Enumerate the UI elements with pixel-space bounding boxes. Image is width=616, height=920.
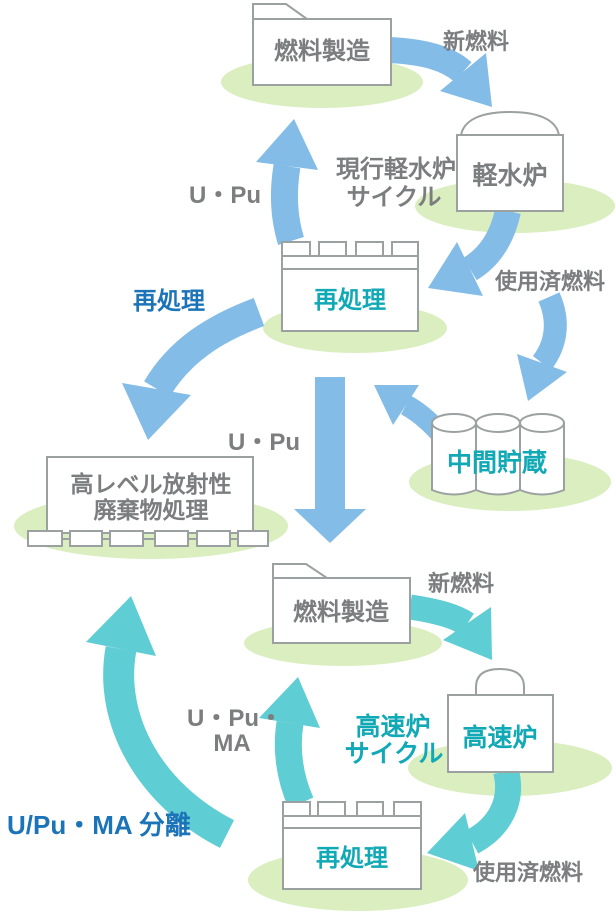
factory-block bbox=[281, 241, 311, 257]
fr-reactor-node bbox=[447, 667, 554, 773]
arrow-lwr-to-reproc-shaft bbox=[462, 207, 521, 281]
reactor-dome bbox=[459, 110, 561, 137]
waste-canister bbox=[154, 530, 189, 547]
factory-block bbox=[393, 801, 422, 817]
arrow-fr-to-reproc-shaft bbox=[465, 767, 522, 854]
u-pu-down-label: U・Pu bbox=[228, 429, 300, 456]
factory-block bbox=[317, 801, 346, 817]
lwr-u-pu-label: U・Pu bbox=[189, 182, 261, 209]
cylinder-top bbox=[475, 413, 521, 433]
arrow-interim-return-head bbox=[374, 385, 419, 425]
waste-canister bbox=[237, 530, 269, 547]
fr-u-pu-ma-label-line1: U・Pu・ bbox=[187, 705, 283, 732]
lwr-reprocessing-label: 再処理 bbox=[314, 287, 386, 314]
fr-reprocessing-label: 再処理 bbox=[316, 845, 388, 872]
waste-canister bbox=[109, 530, 144, 547]
arrow-lwr-to-hlw-shaft bbox=[144, 297, 265, 397]
lwr-reprocessing-node bbox=[281, 241, 419, 332]
arrow-lwr-spent-fuel-head bbox=[517, 354, 567, 401]
interim-storage-label: 中間貯蔵 bbox=[447, 448, 547, 477]
arrow-fr-u-pu-ma-shaft bbox=[274, 720, 314, 809]
arrow-fr-u-pu-ma-head bbox=[259, 677, 320, 728]
arrow-fr-separation-head bbox=[86, 596, 156, 656]
labels: 燃料製造 新燃料 軽水炉 現行軽水炉 サイクル U・Pu 再処理 再処理 使用済… bbox=[7, 29, 605, 885]
interim-storage-node bbox=[431, 413, 565, 496]
fr-fuel-fabrication-node bbox=[272, 563, 411, 644]
lwr-reactor-label: 軽水炉 bbox=[472, 162, 547, 190]
arrow-u-pu-down-head bbox=[294, 509, 366, 543]
hlw-treatment-node bbox=[27, 456, 269, 547]
factory-block bbox=[318, 241, 347, 257]
fr-arrows bbox=[86, 594, 522, 871]
lwr-cycle-title-line1: 現行軽水炉 bbox=[336, 155, 456, 183]
fr-reprocessing-node bbox=[282, 801, 422, 890]
waste-canister bbox=[69, 530, 103, 547]
factory-block bbox=[355, 241, 384, 257]
arrow-fr-new-fuel-head bbox=[443, 607, 492, 660]
folder-tab bbox=[272, 563, 331, 579]
arrow-lwr-new-fuel-head bbox=[440, 53, 492, 107]
fr-cycle-title-line2: サイクル bbox=[345, 740, 444, 768]
arrow-lwr-u-pu-shaft bbox=[270, 163, 304, 245]
lwr-reactor-node bbox=[456, 110, 564, 212]
arrow-lwr-to-reproc-head bbox=[428, 242, 483, 296]
lwr-new-fuel-label: 新燃料 bbox=[443, 29, 509, 54]
lwr-spent-fuel-label: 使用済燃料 bbox=[494, 269, 605, 294]
cylinder-top bbox=[431, 413, 477, 433]
factory-block bbox=[282, 801, 311, 817]
folder-body bbox=[272, 577, 411, 644]
fr-reactor-label: 高速炉 bbox=[462, 723, 537, 752]
arrow-lwr-spent-fuel-shaft bbox=[532, 292, 567, 371]
arrow-lwr-u-pu-head bbox=[256, 119, 318, 170]
lwr-fuel-fabrication-node bbox=[252, 3, 392, 86]
waste-canister bbox=[196, 530, 231, 547]
cylinder-top bbox=[519, 413, 565, 433]
reactor-dome bbox=[475, 667, 525, 697]
separation-flow-label: U/Pu・MA 分離 bbox=[7, 810, 191, 840]
lwr-arrows bbox=[122, 37, 567, 543]
reactor-body bbox=[447, 694, 554, 773]
hlw-body bbox=[46, 456, 254, 534]
fr-spent-fuel-label: 使用済燃料 bbox=[472, 860, 583, 885]
arrow-lwr-to-hlw-head bbox=[122, 383, 191, 440]
reprocessing-flow-label: 再処理 bbox=[133, 288, 205, 315]
arrow-fr-new-fuel-shaft bbox=[408, 594, 474, 635]
reactor-body bbox=[456, 134, 564, 212]
lwr-cycle-title-line2: サイクル bbox=[347, 184, 442, 211]
nodes bbox=[27, 3, 565, 890]
folder-tab bbox=[252, 3, 311, 20]
fr-new-fuel-label: 新燃料 bbox=[428, 571, 494, 596]
arrow-fr-separation-shaft bbox=[103, 646, 235, 848]
fr-fuel-fabrication-label: 燃料製造 bbox=[293, 598, 389, 626]
hlw-label-line1: 高レベル放射性 bbox=[71, 471, 232, 497]
fr-cycle-title-line1: 高速炉 bbox=[355, 712, 430, 741]
fr-u-pu-ma-label-line2: MA bbox=[213, 730, 250, 757]
arrow-fr-to-reproc-head bbox=[427, 813, 479, 871]
storage-cylinder bbox=[519, 422, 565, 496]
hlw-label-line2: 廃棄物処理 bbox=[94, 497, 209, 523]
factory-block bbox=[391, 241, 419, 257]
factory-block bbox=[356, 801, 384, 817]
lwr-fuel-fabrication-label: 燃料製造 bbox=[274, 37, 370, 65]
arrow-lwr-new-fuel-shaft bbox=[389, 37, 472, 83]
folder-body bbox=[252, 18, 392, 86]
waste-canister bbox=[27, 530, 63, 547]
